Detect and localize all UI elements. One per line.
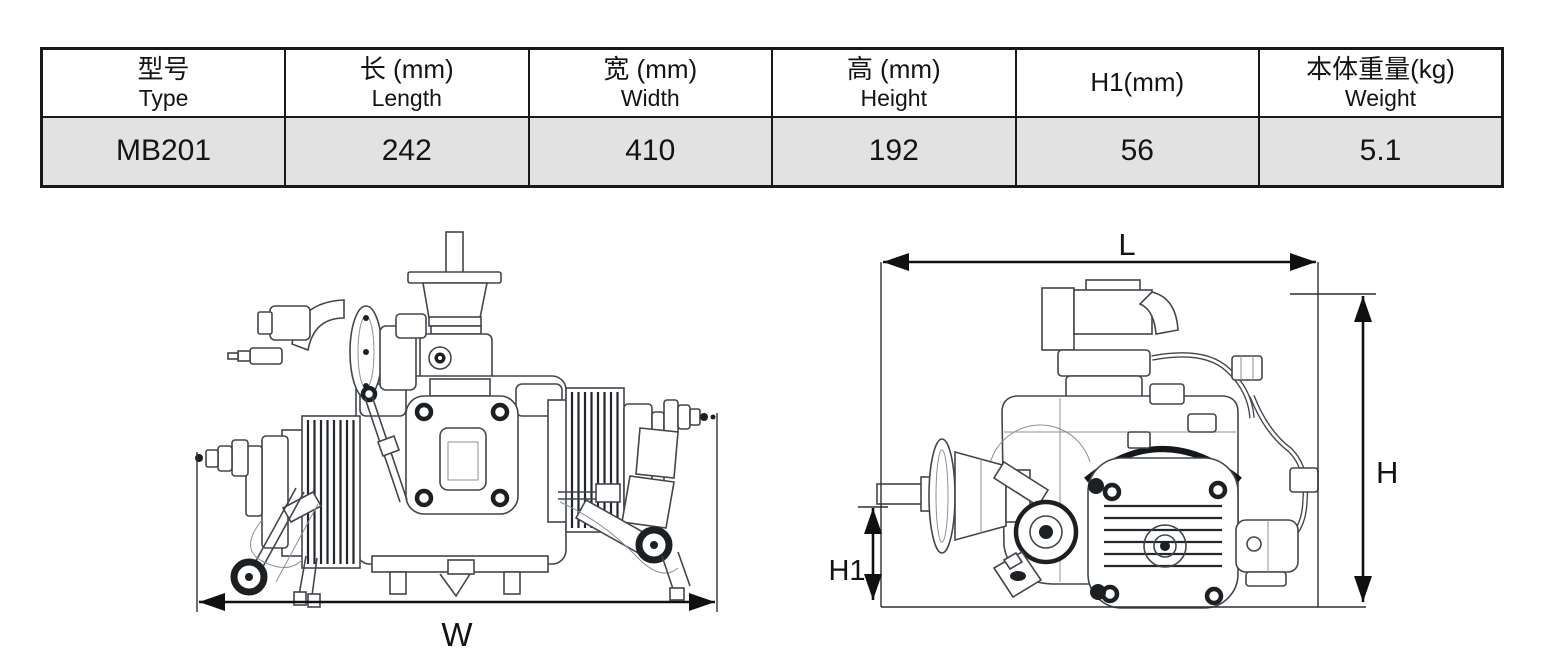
l-dimension-label: L (1118, 227, 1135, 262)
h1-dimension-label: H1 (828, 555, 865, 587)
l-dimension: L (883, 227, 1316, 271)
col-header-h1-label: H1(mm) (1090, 67, 1185, 98)
h1-dimension: H1 (828, 506, 888, 600)
data-row: MB201 242 410 192 56 5.1 (40, 115, 1504, 188)
side-view-drawing: L H H1 (828, 227, 1398, 609)
col-header-length-en: Length (371, 85, 442, 112)
cell-width: 410 (527, 115, 773, 188)
header-row: 型号 Type 长 (mm) Length 宽 (mm) Width 高 (mm… (40, 47, 1504, 118)
cell-length: 242 (284, 115, 530, 188)
spec-table: 型号 Type 长 (mm) Length 宽 (mm) Width 高 (mm… (40, 47, 1504, 188)
h-dimension-label: H (1376, 455, 1398, 490)
col-header-length-zh: 长 (mm) (359, 54, 454, 85)
side-view-engine (876, 279, 1319, 609)
col-header-width: 宽 (mm) Width (527, 47, 773, 118)
cell-weight: 5.1 (1258, 115, 1504, 188)
col-header-type-en: Type (138, 85, 189, 112)
h-dimension: H (1290, 293, 1398, 602)
col-header-h1: H1(mm) (1014, 47, 1260, 118)
dimension-box (880, 262, 1366, 608)
front-view-engine (195, 231, 716, 608)
front-view-drawing: W (195, 231, 718, 653)
col-header-height-zh: 高 (mm) (846, 54, 941, 85)
col-header-height: 高 (mm) Height (771, 47, 1017, 118)
col-header-weight-zh: 本体重量(kg) (1306, 54, 1455, 85)
w-dimension-label: W (441, 616, 473, 653)
cell-type: MB201 (40, 115, 286, 188)
col-header-height-en: Height (860, 85, 927, 112)
cell-h1: 56 (1014, 115, 1260, 188)
col-header-length: 长 (mm) Length (284, 47, 530, 118)
col-header-width-zh: 宽 (mm) (603, 54, 698, 85)
col-header-type: 型号 Type (40, 47, 286, 118)
col-header-weight-en: Weight (1344, 85, 1417, 112)
w-dimension: W (196, 413, 718, 653)
cell-height: 192 (771, 115, 1017, 188)
col-header-weight: 本体重量(kg) Weight (1258, 47, 1504, 118)
col-header-type-zh: 型号 (137, 54, 190, 85)
col-header-width-en: Width (620, 85, 680, 112)
